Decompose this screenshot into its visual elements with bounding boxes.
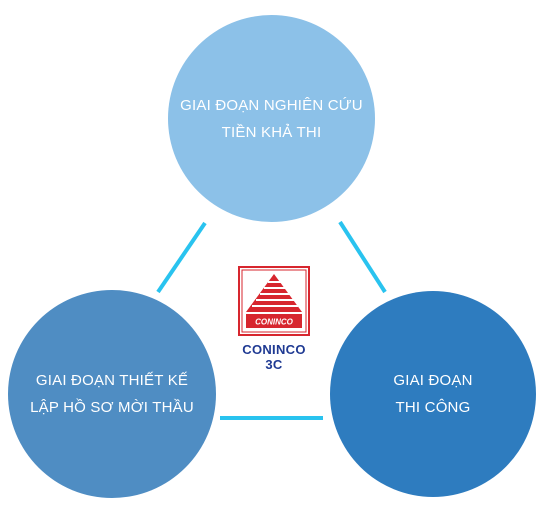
stage-label-feasibility: GIAI ĐOẠN NGHIÊN CỨU TIỀN KHẢ THI	[180, 96, 363, 141]
stage-label-design: GIAI ĐOẠN THIẾT KẾ LẬP HỒ SƠ MỜI THẦU	[30, 372, 194, 416]
coninco-logo-icon: CONINCO	[238, 266, 310, 336]
stage-circle-construction: GIAI ĐOẠN THI CÔNG	[330, 291, 536, 497]
logo-mark-text: CONINCO	[255, 318, 294, 327]
connector-top-right	[338, 220, 387, 294]
stage-circle-feasibility: GIAI ĐOẠN NGHIÊN CỨU TIỀN KHẢ THI	[168, 15, 375, 222]
stage-circle-design: GIAI ĐOẠN THIẾT KẾ LẬP HỒ SƠ MỜI THẦU	[8, 290, 216, 498]
logo-name: CONINCO 3C	[242, 342, 306, 372]
stage-label-construction: GIAI ĐOẠN THI CÔNG	[393, 372, 473, 416]
connector-top-left	[156, 221, 207, 294]
